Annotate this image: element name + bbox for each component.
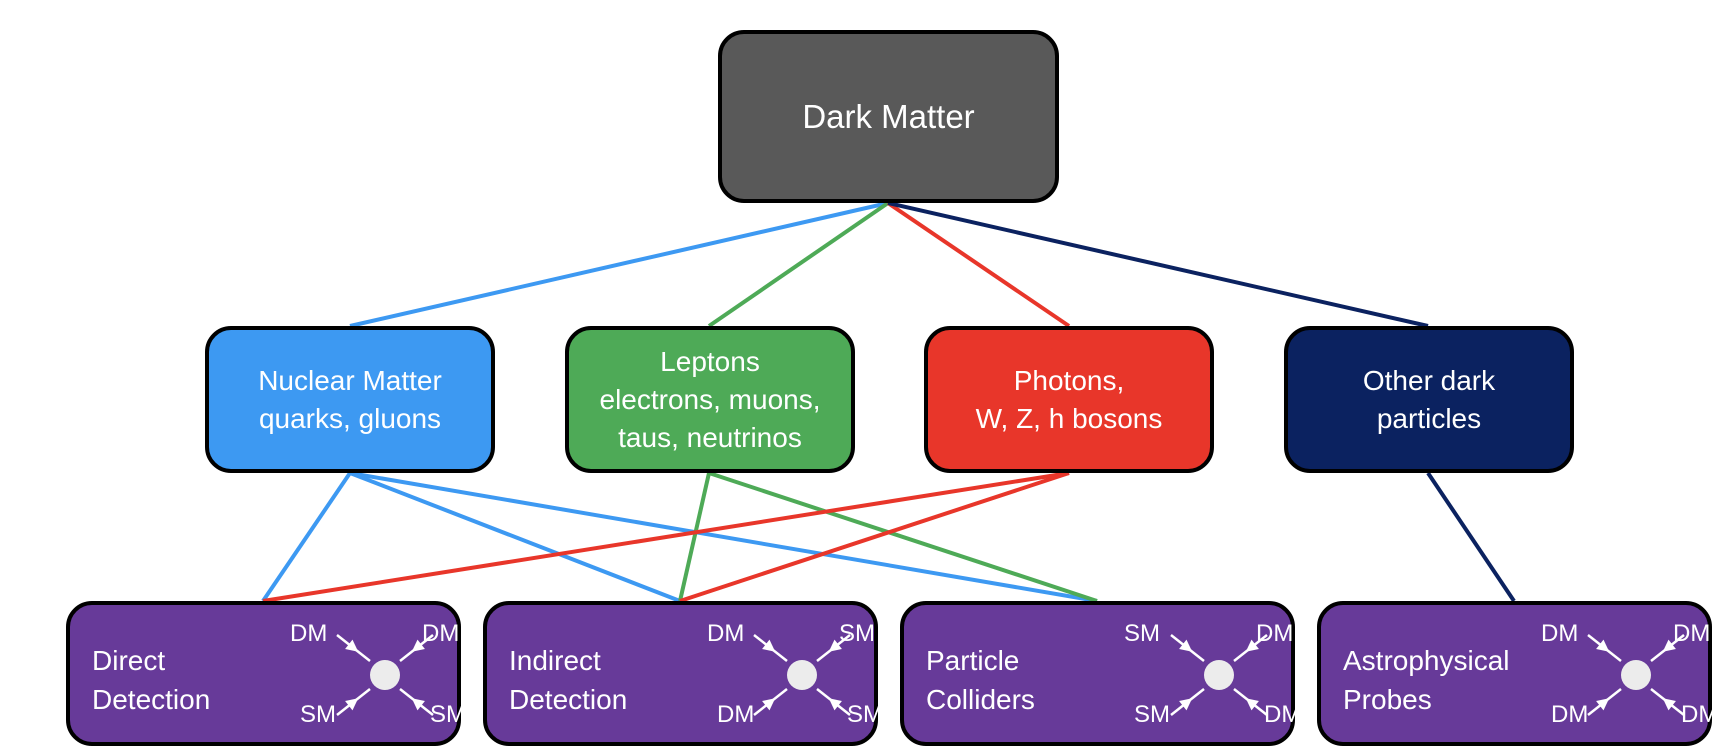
direct-detection-line1: Direct [92, 645, 166, 676]
particle-label-bottom-left: SM [300, 701, 336, 728]
particle-label-top-right: DM [1673, 620, 1711, 647]
other-dark-title: Other dark [1362, 364, 1496, 396]
particle-label-bottom-left: SM [1134, 701, 1170, 728]
particle-label-bottom-right: SM [847, 701, 883, 728]
dark-matter-box: Dark Matter [718, 30, 1059, 203]
connection-root-to-leptons [707, 201, 890, 328]
feynman-vertex: DM DM DM DM [1541, 605, 1718, 742]
interaction-vertex-icon [1204, 660, 1234, 690]
particle-label-bottom-left: DM [1551, 701, 1589, 728]
nuclear-matter-subtitle: quarks, gluons [258, 402, 442, 434]
connection-leptons-to-indirect [678, 472, 711, 602]
connection-photons-to-indirect [679, 471, 1070, 603]
direct-detection-box: Direct Detection DM DM SM SM [66, 601, 466, 746]
particle-label-top-left: DM [1541, 620, 1579, 647]
arrowhead-icon [1596, 698, 1610, 711]
connection-root-to-nuclear [349, 201, 889, 328]
particle-colliders-line2: Colliders [926, 684, 1035, 715]
vertex-graphic [1170, 634, 1268, 716]
particle-label-bottom-right: DM [1681, 701, 1719, 728]
interaction-vertex-icon [787, 660, 817, 690]
vertex-graphic [753, 634, 851, 716]
arrowhead-icon [345, 639, 359, 652]
direct-detection-line2: Detection [92, 684, 211, 715]
particle-label-top-left: DM [707, 620, 745, 647]
arrowhead-icon [411, 639, 425, 652]
connection-nuclear-to-direct [261, 471, 352, 603]
dark-matter-label: Dark Matter [802, 97, 975, 135]
arrowhead-icon [1245, 639, 1259, 652]
arrowhead-icon [762, 639, 776, 652]
connection-nuclear-to-colliders [349, 471, 1098, 603]
indirect-detection-box: Indirect Detection DM SM DM SM [483, 601, 883, 746]
particle-label-top-right: DM [422, 620, 460, 647]
leptons-subtitle-line2: taus, neutrinos [618, 421, 802, 453]
nuclear-matter-box: Nuclear Matter quarks, gluons [205, 326, 495, 473]
arrowhead-icon [1662, 639, 1676, 652]
particle-label-bottom-right: DM [1264, 701, 1302, 728]
particle-colliders-box: Particle Colliders SM DM SM DM [900, 601, 1301, 746]
arrowhead-icon [828, 698, 842, 711]
astrophysical-probes-line1: Astrophysical [1343, 645, 1510, 676]
arrowhead-icon [411, 698, 425, 711]
feynman-vertex: DM DM SM SM [290, 605, 466, 742]
photons-title: Photons, [1013, 364, 1125, 396]
nuclear-matter-title: Nuclear Matter [258, 364, 442, 396]
interaction-vertex-icon [370, 660, 400, 690]
particle-label-top-left: DM [290, 620, 328, 647]
particle-colliders-line1: Particle [926, 645, 1020, 676]
connection-leptons-to-colliders [708, 471, 1098, 603]
feynman-vertex: SM DM SM DM [1124, 605, 1301, 742]
particle-label-top-right: DM [1256, 620, 1294, 647]
connection-root-to-other [887, 201, 1429, 328]
arrowhead-icon [345, 698, 359, 711]
connection-nuclear-to-indirect [349, 471, 681, 603]
leptons-box: Leptons electrons, muons, taus, neutrino… [565, 326, 855, 473]
astrophysical-probes-box: Astrophysical Probes DM DM DM DM [1317, 601, 1718, 746]
arrowhead-icon [828, 639, 842, 652]
arrowhead-icon [1662, 698, 1676, 711]
vertex-graphic [336, 634, 434, 716]
leptons-title: Leptons [660, 345, 760, 377]
arrowhead-icon [1179, 639, 1193, 652]
other-dark-particles-box: Other dark particles [1284, 326, 1574, 473]
other-dark-subtitle: particles [1376, 402, 1482, 434]
astrophysical-probes-line2: Probes [1343, 684, 1432, 715]
leptons-subtitle-line1: electrons, muons, [599, 383, 821, 415]
connection-root-to-photons [886, 201, 1071, 328]
arrowhead-icon [1179, 698, 1193, 711]
interaction-vertex-icon [1621, 660, 1651, 690]
particle-label-top-right: SM [839, 620, 875, 647]
feynman-vertex: DM SM DM SM [707, 605, 883, 742]
indirect-detection-line1: Indirect [509, 645, 601, 676]
photons-subtitle: W, Z, h bosons [975, 402, 1163, 434]
particle-label-bottom-left: DM [717, 701, 755, 728]
particle-label-bottom-right: SM [430, 701, 466, 728]
particle-label-top-left: SM [1124, 620, 1160, 647]
arrowhead-icon [762, 698, 776, 711]
arrowhead-icon [1245, 698, 1259, 711]
vertex-graphic [1587, 634, 1685, 716]
connection-other-to-astro [1426, 471, 1516, 603]
indirect-detection-line2: Detection [509, 684, 628, 715]
connection-photons-to-direct [262, 471, 1070, 603]
arrowhead-icon [1596, 639, 1610, 652]
photons-box: Photons, W, Z, h bosons [924, 326, 1214, 473]
